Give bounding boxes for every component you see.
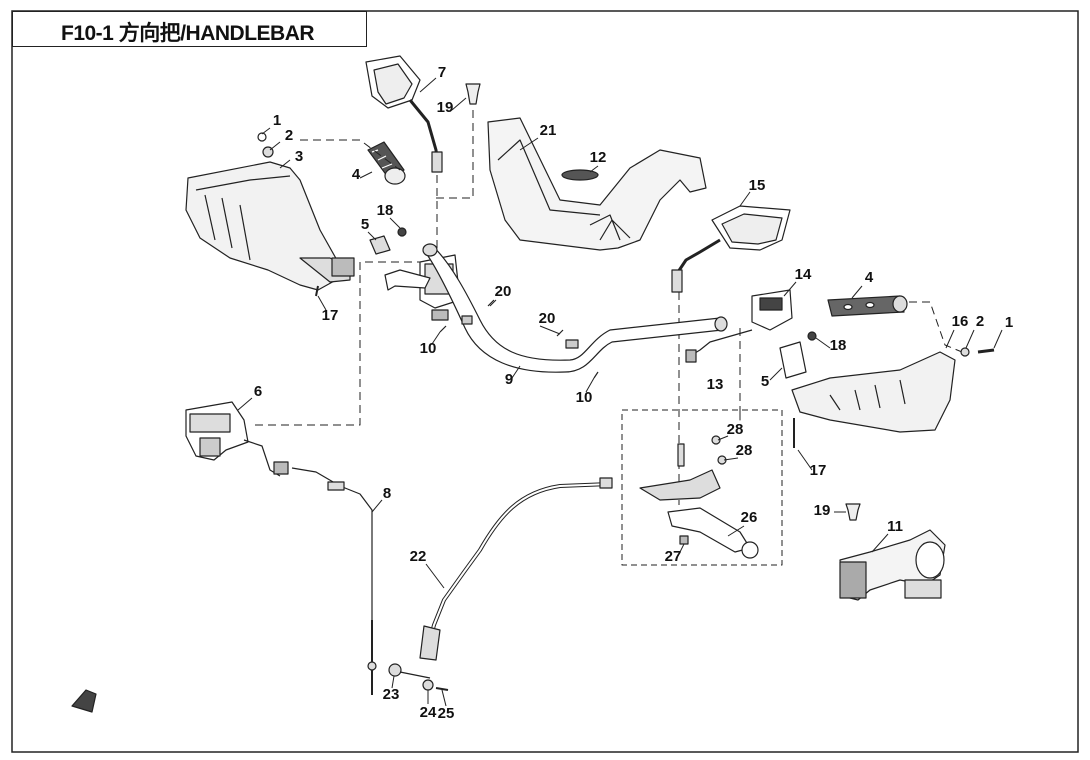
callout-9: 9 bbox=[505, 371, 513, 388]
callout-26: 26 bbox=[741, 509, 758, 526]
callout-20: 20 bbox=[539, 310, 556, 327]
callout-18: 18 bbox=[830, 337, 847, 354]
callout-22: 22 bbox=[410, 548, 427, 565]
bolt-17-left bbox=[315, 285, 319, 297]
callout-21: 21 bbox=[540, 122, 557, 139]
callout-16: 16 bbox=[952, 313, 969, 330]
callout-2: 2 bbox=[285, 127, 293, 144]
nut-18-left bbox=[397, 227, 407, 237]
bolt-20-small-2 bbox=[556, 329, 564, 337]
mount-bracket bbox=[839, 529, 946, 601]
callout-4: 4 bbox=[352, 166, 361, 183]
callout-11: 11 bbox=[887, 518, 903, 535]
leader-6 bbox=[250, 261, 425, 426]
page-title: F10-1 方向把/HANDLEBAR bbox=[61, 22, 315, 45]
right-mirror bbox=[671, 205, 791, 293]
right-hand-guard bbox=[791, 351, 956, 433]
clip-19-top bbox=[465, 83, 481, 105]
title-box: F10-1 方向把/HANDLEBAR bbox=[12, 11, 367, 47]
callout-19: 19 bbox=[437, 99, 454, 116]
callout-13: 13 bbox=[707, 376, 724, 393]
callout-10: 10 bbox=[576, 389, 593, 406]
clamp-20-right bbox=[565, 339, 579, 349]
clamp-5-right bbox=[779, 341, 807, 379]
handlebar-cover bbox=[487, 117, 707, 251]
callout-28: 28 bbox=[727, 421, 744, 438]
bolt-10-right bbox=[593, 371, 599, 379]
callout-24: 24 bbox=[420, 704, 437, 721]
pin-25 bbox=[435, 687, 449, 691]
callout-leaders bbox=[237, 77, 1003, 707]
callout-20: 20 bbox=[495, 283, 512, 300]
clip-19-right bbox=[845, 503, 861, 521]
washer-2-right bbox=[960, 347, 970, 357]
callout-8: 8 bbox=[383, 485, 391, 502]
catalog-mark-icon bbox=[71, 689, 97, 713]
callout-6: 6 bbox=[254, 383, 262, 400]
leader-19-top bbox=[435, 110, 474, 199]
cover-emblem bbox=[561, 169, 599, 181]
washer-24 bbox=[422, 679, 434, 691]
callout-5: 5 bbox=[761, 373, 769, 390]
callout-17: 17 bbox=[810, 462, 827, 479]
left-mirror bbox=[365, 55, 443, 173]
callout-17: 17 bbox=[322, 307, 339, 324]
master-cylinder bbox=[185, 401, 289, 477]
clamp-20-left bbox=[461, 315, 473, 325]
handlebar-tube bbox=[422, 243, 728, 373]
bolt-10-left bbox=[439, 325, 447, 333]
throttle-cable bbox=[291, 467, 377, 695]
brake-lever-assembly bbox=[639, 435, 759, 559]
nut-18-right bbox=[807, 331, 817, 341]
callout-19: 19 bbox=[814, 502, 831, 519]
brake-cable bbox=[419, 477, 613, 661]
callout-1: 1 bbox=[1005, 314, 1013, 331]
bolt-20-small bbox=[487, 299, 495, 307]
callout-25: 25 bbox=[438, 705, 455, 722]
callout-10: 10 bbox=[420, 340, 437, 357]
left-grip bbox=[367, 141, 406, 185]
lever-assembly-box bbox=[621, 409, 783, 566]
right-grip bbox=[827, 295, 908, 317]
callout-1: 1 bbox=[273, 112, 281, 129]
bolt-1-left bbox=[257, 132, 267, 142]
callout-18: 18 bbox=[377, 202, 394, 219]
callout-3: 3 bbox=[295, 148, 303, 165]
fitting-23 bbox=[388, 663, 402, 677]
callout-23: 23 bbox=[383, 686, 400, 703]
diagram-border bbox=[11, 10, 1079, 753]
callout-12: 12 bbox=[590, 149, 607, 166]
bolt-1-right bbox=[977, 348, 995, 354]
callout-7: 7 bbox=[438, 64, 446, 81]
callout-15: 15 bbox=[749, 177, 766, 194]
leader-1-2-4 bbox=[300, 139, 401, 171]
callout-27: 27 bbox=[665, 548, 682, 565]
clamp-5-left bbox=[369, 235, 391, 255]
callout-14: 14 bbox=[795, 266, 812, 283]
right-switch bbox=[685, 289, 793, 363]
fitting-23-shaft bbox=[399, 671, 431, 679]
left-hand-guard bbox=[185, 161, 355, 291]
callout-5: 5 bbox=[361, 216, 369, 233]
callout-4: 4 bbox=[865, 269, 874, 286]
callout-28: 28 bbox=[736, 442, 753, 459]
callout-2: 2 bbox=[976, 313, 984, 330]
